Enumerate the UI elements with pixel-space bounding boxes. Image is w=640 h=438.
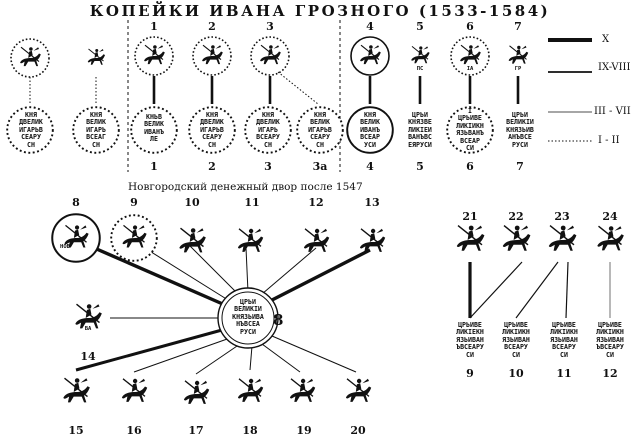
novgorod-coin-15 [62,377,91,404]
top-number-3: 3 [266,20,274,33]
legend-label-medium: IX-VIII [598,62,631,73]
coin-obverse-4 [350,36,390,76]
novgorod-center-coin [217,287,279,349]
novgorod-number-10: 10 [184,196,200,209]
right-legend-11: ЦРЬИВЕ ЛИКІИКН ЯЗЬИВАН ВСЕАРУ СИ [550,321,578,359]
coin-obverse-2 [192,36,232,76]
novgorod-coin-11 [237,228,264,253]
reverse-legend-3a: КНЯ ВЕЛИК ИГАРЬВ СЕАРУ СН [308,111,332,149]
coin-mark-gr: ГР [514,66,522,72]
novgorod-number-14: 14 [80,350,96,363]
right-coin-24 [596,225,625,252]
novgorod-center-legend: ЦРЬИ ВЕЛИКІИ КНЯЗЬИВА НЪВСЕА РУСИ [232,298,264,336]
right-number-23: 23 [554,210,570,223]
novgorod-coin-17 [183,380,210,405]
novgorod-center-number: 8 [273,311,284,329]
novgorod-coin-20 [345,378,372,403]
novgorod-number-9: 9 [130,196,138,209]
novgorod-subtitle: Новгородский денежный двор после 1547 [128,181,363,193]
reverse-legend-unnumbered-2: КНЯ ВЕЛИК ИГАРЬ ВСЕАГ СН [86,111,106,149]
novgorod-number-11: 11 [244,196,260,209]
legend-label-heavy: X [602,34,610,45]
reverse-number-3: 3 [264,160,272,173]
right-connectors [468,261,611,319]
coin-obverse-unnumbered-1 [10,38,50,78]
novgorod-coin-13 [359,228,386,253]
novgorod-number-17: 17 [188,424,204,437]
right-number-24: 24 [602,210,618,223]
top-number-2: 2 [208,20,216,33]
coin-obverse-3 [250,36,290,76]
coin-obverse-5 [410,45,431,64]
right-legend-10: ЦРЬИВЕ ЛИКІИКН ЯЗЬИВАН ВСЕАРУ СИ [502,321,530,359]
page-title: КОПЕЙКИ ИВАНА ГРОЗНОГО (1533-1584) [89,2,551,20]
right-coin-23 [548,224,578,252]
right-number-21: 21 [462,210,478,223]
legend-label-dotted: I - II [598,135,620,146]
novgorod-number-19: 19 [296,424,312,437]
legend-label-light: III - VII [594,106,631,117]
novgorod-number-16: 16 [126,424,142,437]
coin-obverse-unnumbered-2 [87,48,106,66]
novgorod-number-8: 8 [72,196,80,209]
reverse-number-7: 7 [516,160,524,173]
top-number-1: 1 [150,20,158,33]
novgorod-number-12: 12 [308,196,324,209]
novgorod-number-20: 20 [350,424,366,437]
right-number-22: 22 [508,210,524,223]
reverse-number-1: 1 [150,160,158,173]
right-bottom-number-11: 11 [556,367,572,380]
coin-mark-ps: ПС [416,66,424,72]
right-coin-21 [456,224,486,252]
top-number-4: 4 [366,20,374,33]
novgorod-coin-16 [121,378,148,403]
right-legend-9: ЦРЬИВЕ ЛИКІЕКН ЯЗЬИВАН ЪВСЕАРУ СИ [456,321,484,359]
link-3a [277,71,319,105]
novgorod-coin-8 [51,213,101,263]
coin-mark-ba: ВА [84,326,92,332]
novgorod-number-13: 13 [364,196,380,209]
reverse-legend-unnumbered-1: КНЯ ДВЕЛИК ИГАРЬВ СЕАРУ СН [19,111,43,149]
coin-obverse-7 [508,45,529,65]
right-bottom-number-9: 9 [466,367,474,380]
top-number-6: 6 [466,20,474,33]
novgorod-coin-19 [289,378,316,403]
novgorod-coin-14 [74,303,103,330]
reverse-legend-3: КНЯ ДВЕЛИК ИГАРЬ ВСЕАРУ СН [256,111,280,149]
reverse-number-2: 2 [208,160,216,173]
right-legend-12: ЦРЬИВЕ ЛИКІИКН ЯЗЬИВАН ЪВСЕАРУ СИ [596,321,624,359]
novgorod-number-15: 15 [68,424,84,437]
right-coin-22 [502,224,532,252]
reverse-legend-5: ЦРЬИ КНЯЗВЕ ЛИКІЕИ ВАНЪВС ЕЯРУСИ [408,111,432,149]
novgorod-coin-9 [110,214,158,262]
top-number-7: 7 [514,20,522,33]
novgorod-number-18: 18 [242,424,258,437]
reverse-legend-2: КНЯ ДВЕЛИК ИГАРЬВ СЕАРУ СН [200,111,224,149]
reverse-number-4: 4 [366,160,374,173]
novgorod-coin-18 [237,378,264,403]
right-bottom-number-10: 10 [508,367,524,380]
reverse-legend-7: ЦРЬИ ВЕЛИКІИ КНЯЗЬИВ АНЪВСЕ РУСИ [506,111,534,149]
top-number-5: 5 [416,20,424,33]
novgorod-coin-12 [303,228,330,253]
reverse-number-5: 5 [416,160,424,173]
coin-mark-ia: ІА [466,66,474,72]
coin-obverse-1 [134,36,174,76]
right-bottom-number-12: 12 [602,367,618,380]
novgorod-connectors [75,238,371,375]
coin-mark-nov: НОВ [60,244,70,250]
reverse-legend-6: Ї ЦРЬИВЕ ЛИКІИКН ЯЗЬВАНЪ ВСЕАР СИ [456,107,484,153]
reverse-number-3a: 3а [312,160,328,173]
reverse-legend-4: КНЯ ВЕЛИК ИВАНЪ ВСЕАР УСИ [360,111,380,149]
reverse-number-6: 6 [466,160,474,173]
reverse-legend-1: КНЬВ ВЕЛИК ИВАНЪ ЛЕ [144,113,164,144]
